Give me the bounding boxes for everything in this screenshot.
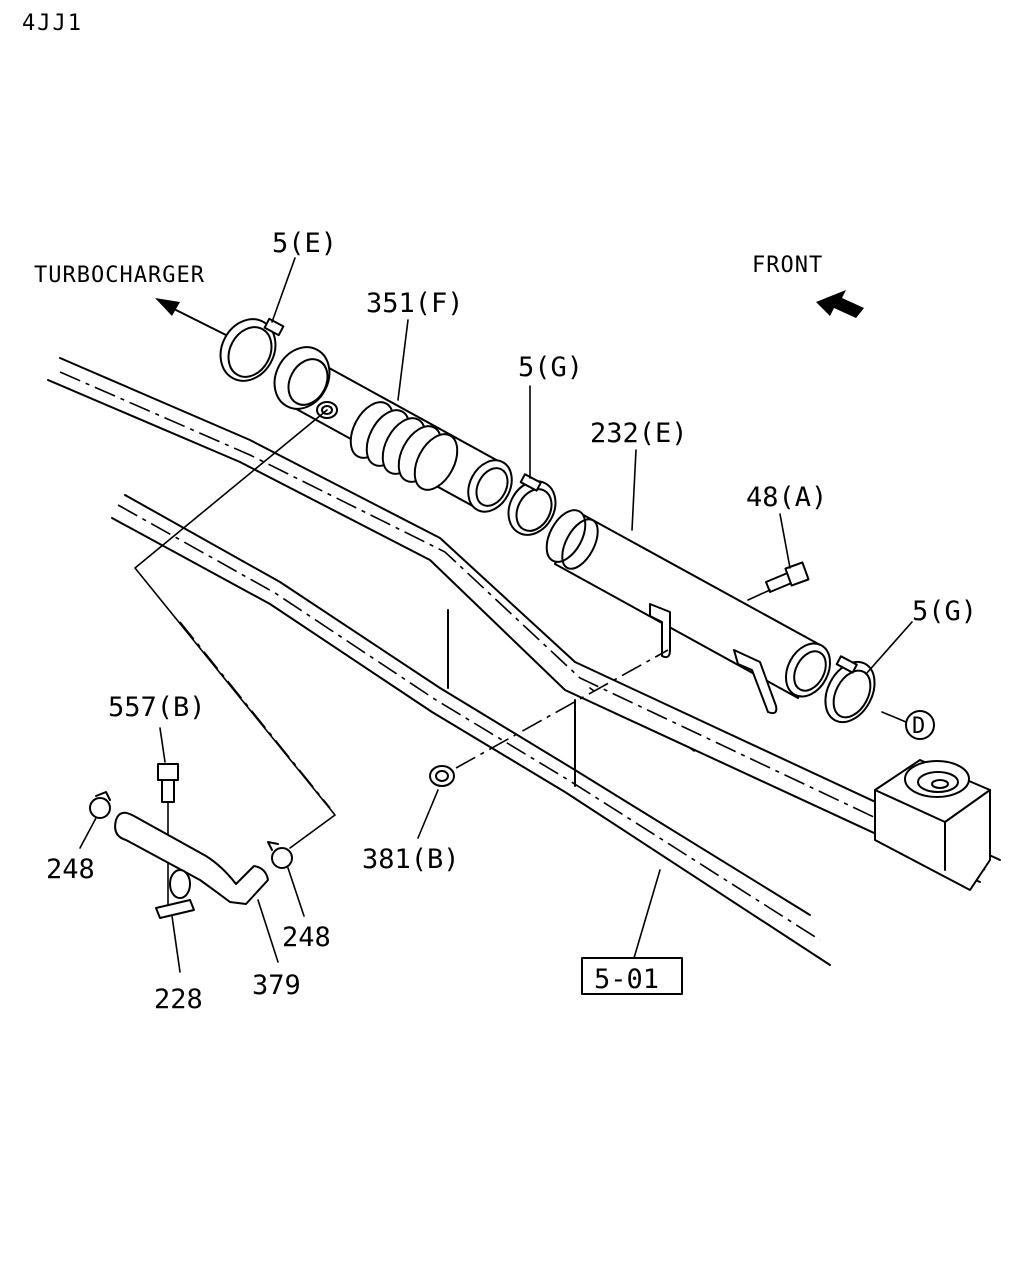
leader-381b bbox=[417, 789, 439, 839]
ref-box-label: 5-01 bbox=[594, 964, 659, 995]
engine-code-label: 4JJ1 bbox=[22, 11, 83, 36]
turbocharger-direction-label: TURBOCHARGER bbox=[34, 263, 205, 288]
leader-557b bbox=[159, 727, 166, 763]
nut-381b bbox=[429, 765, 455, 787]
leader-48a-extension bbox=[747, 589, 771, 601]
leader-232e bbox=[631, 449, 637, 531]
callout-228: 228 bbox=[154, 984, 203, 1015]
ref-box bbox=[581, 957, 683, 995]
callout-248-right: 248 bbox=[282, 922, 331, 953]
leader-5g-lower bbox=[865, 621, 913, 675]
callout-48a: 48(A) bbox=[746, 482, 827, 513]
turbocharger-arrow bbox=[155, 298, 229, 337]
leader-48a bbox=[779, 513, 791, 569]
clamp-5g-upper bbox=[507, 473, 557, 536]
frame-rail bbox=[47, 357, 1001, 966]
clip-248-right bbox=[267, 841, 293, 869]
circle-ref-d bbox=[905, 710, 935, 740]
bolt-48a bbox=[765, 561, 810, 593]
leader-bracket-dashed bbox=[179, 621, 331, 809]
callout-5g-lower: 5(G) bbox=[912, 596, 977, 627]
callout-351f: 351(F) bbox=[366, 288, 464, 319]
leader-379 bbox=[257, 899, 279, 963]
leader-bracket bbox=[134, 409, 336, 849]
clip-248-left bbox=[89, 791, 111, 819]
callout-557b: 557(B) bbox=[108, 692, 206, 723]
hose-351f bbox=[273, 346, 513, 513]
callout-232e: 232(E) bbox=[590, 418, 688, 449]
leader-d bbox=[881, 711, 907, 723]
callout-248-left: 248 bbox=[46, 854, 95, 885]
pipe-232e bbox=[545, 509, 832, 715]
clamp-5g-lower bbox=[824, 655, 876, 724]
circle-ref-label: D bbox=[912, 714, 926, 739]
leader-5e bbox=[271, 257, 296, 323]
leader-381b-dashed bbox=[455, 649, 669, 769]
front-arrow-icon bbox=[816, 290, 864, 318]
bracket-228 bbox=[155, 869, 195, 919]
callout-5e: 5(E) bbox=[272, 228, 337, 259]
front-direction-label: FRONT bbox=[752, 253, 823, 278]
leader-5-01 bbox=[633, 869, 661, 959]
clamp-5e bbox=[219, 317, 285, 382]
hose-379 bbox=[114, 811, 269, 905]
callout-5g-upper: 5(G) bbox=[518, 352, 583, 383]
leader-351f bbox=[397, 319, 409, 401]
radiator-tank bbox=[874, 759, 991, 891]
leader-248-right bbox=[287, 867, 305, 917]
leader-228 bbox=[171, 915, 181, 973]
leader-248-left bbox=[79, 817, 97, 849]
callout-379: 379 bbox=[252, 970, 301, 1001]
callout-381b: 381(B) bbox=[362, 844, 460, 875]
